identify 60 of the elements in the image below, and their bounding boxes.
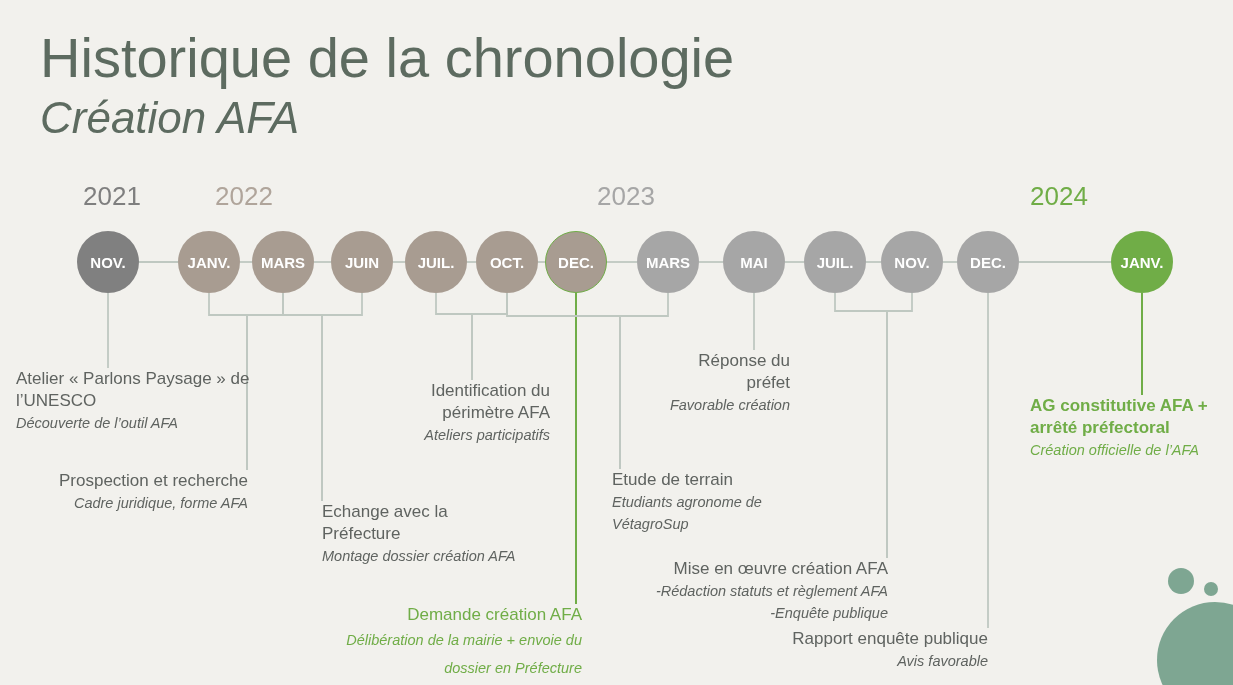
event-description: Montage dossier création AFA <box>322 547 517 566</box>
year-label: 2021 <box>83 181 141 213</box>
month-label: DEC. <box>558 253 594 271</box>
year-label: 2022 <box>215 181 273 213</box>
leader-line <box>987 292 989 629</box>
month-label: DEC. <box>970 253 1006 271</box>
month-label: OCT. <box>489 253 525 271</box>
month-label: MARS <box>645 253 691 271</box>
month-label: MAI <box>740 253 768 271</box>
event-description: Etudiants agronome de VétagroSup <box>612 493 763 534</box>
month-label: JUIL. <box>816 253 854 271</box>
month-label: NOV. <box>894 253 930 271</box>
timeline-line <box>606 261 638 263</box>
event-heading: Atelier « Parlons Paysage » de l’UNESCO <box>16 368 251 412</box>
leader-line <box>1141 292 1143 396</box>
title: Historique de la chronologie <box>40 26 735 90</box>
leader-line <box>886 292 913 559</box>
leader-line <box>575 292 577 605</box>
timeline-line <box>537 261 546 263</box>
leader-line <box>619 292 669 470</box>
timeline-line <box>865 261 882 263</box>
leader-line <box>107 292 109 369</box>
event-heading: Réponse du préfet <box>697 350 790 394</box>
timeline-line <box>239 261 253 263</box>
timeline-line <box>313 261 332 263</box>
event-description: Avis favorable <box>895 652 988 671</box>
leader-line <box>321 292 363 502</box>
month-label: NOV. <box>90 253 126 271</box>
event-description: Découverte de l’outil AFA <box>16 414 179 433</box>
event-heading: Demande création AFA <box>406 604 582 626</box>
timeline-line <box>138 261 179 263</box>
event-heading: AG constitutive AFA + arrêté préfectoral <box>1030 395 1209 439</box>
month-label: JANV. <box>187 253 231 271</box>
month-label: JUIN <box>344 253 380 271</box>
event-heading: Mise en œuvre création AFA <box>672 558 888 580</box>
event-description: Délibération de la mairie + envoie du dossier en Préfecture <box>345 631 582 678</box>
event-heading: Echange avec la Préfecture <box>322 501 449 545</box>
month-label: JUIL. <box>417 253 455 271</box>
timeline-line <box>392 261 406 263</box>
timeline-line <box>942 261 958 263</box>
month-label: JANV. <box>1120 253 1164 271</box>
event-description: Ateliers participatifs <box>422 426 550 445</box>
event-description: Favorable création <box>668 396 790 415</box>
event-description: Création officielle de l’AFA <box>1030 441 1200 460</box>
leader-line <box>753 292 755 351</box>
year-label: 2023 <box>597 181 655 213</box>
month-label: MARS <box>260 253 306 271</box>
timeline-line <box>784 261 805 263</box>
subtitle: Création AFA <box>40 92 300 144</box>
event-heading: Etude de terrain <box>612 469 734 491</box>
timeline-line <box>466 261 477 263</box>
event-heading: Identification du périmètre AFA <box>429 380 550 424</box>
year-label: 2024 <box>1030 181 1088 213</box>
event-description: Cadre juridique, forme AFA <box>72 494 248 513</box>
timeline-line <box>1018 261 1112 263</box>
event-heading: Rapport enquête publique <box>791 628 988 650</box>
event-description: -Enquête publique <box>769 604 888 623</box>
event-heading: Prospection et recherche <box>58 470 248 492</box>
timeline-line <box>698 261 724 263</box>
event-description: -Rédaction statuts et règlement AFA <box>654 582 888 601</box>
